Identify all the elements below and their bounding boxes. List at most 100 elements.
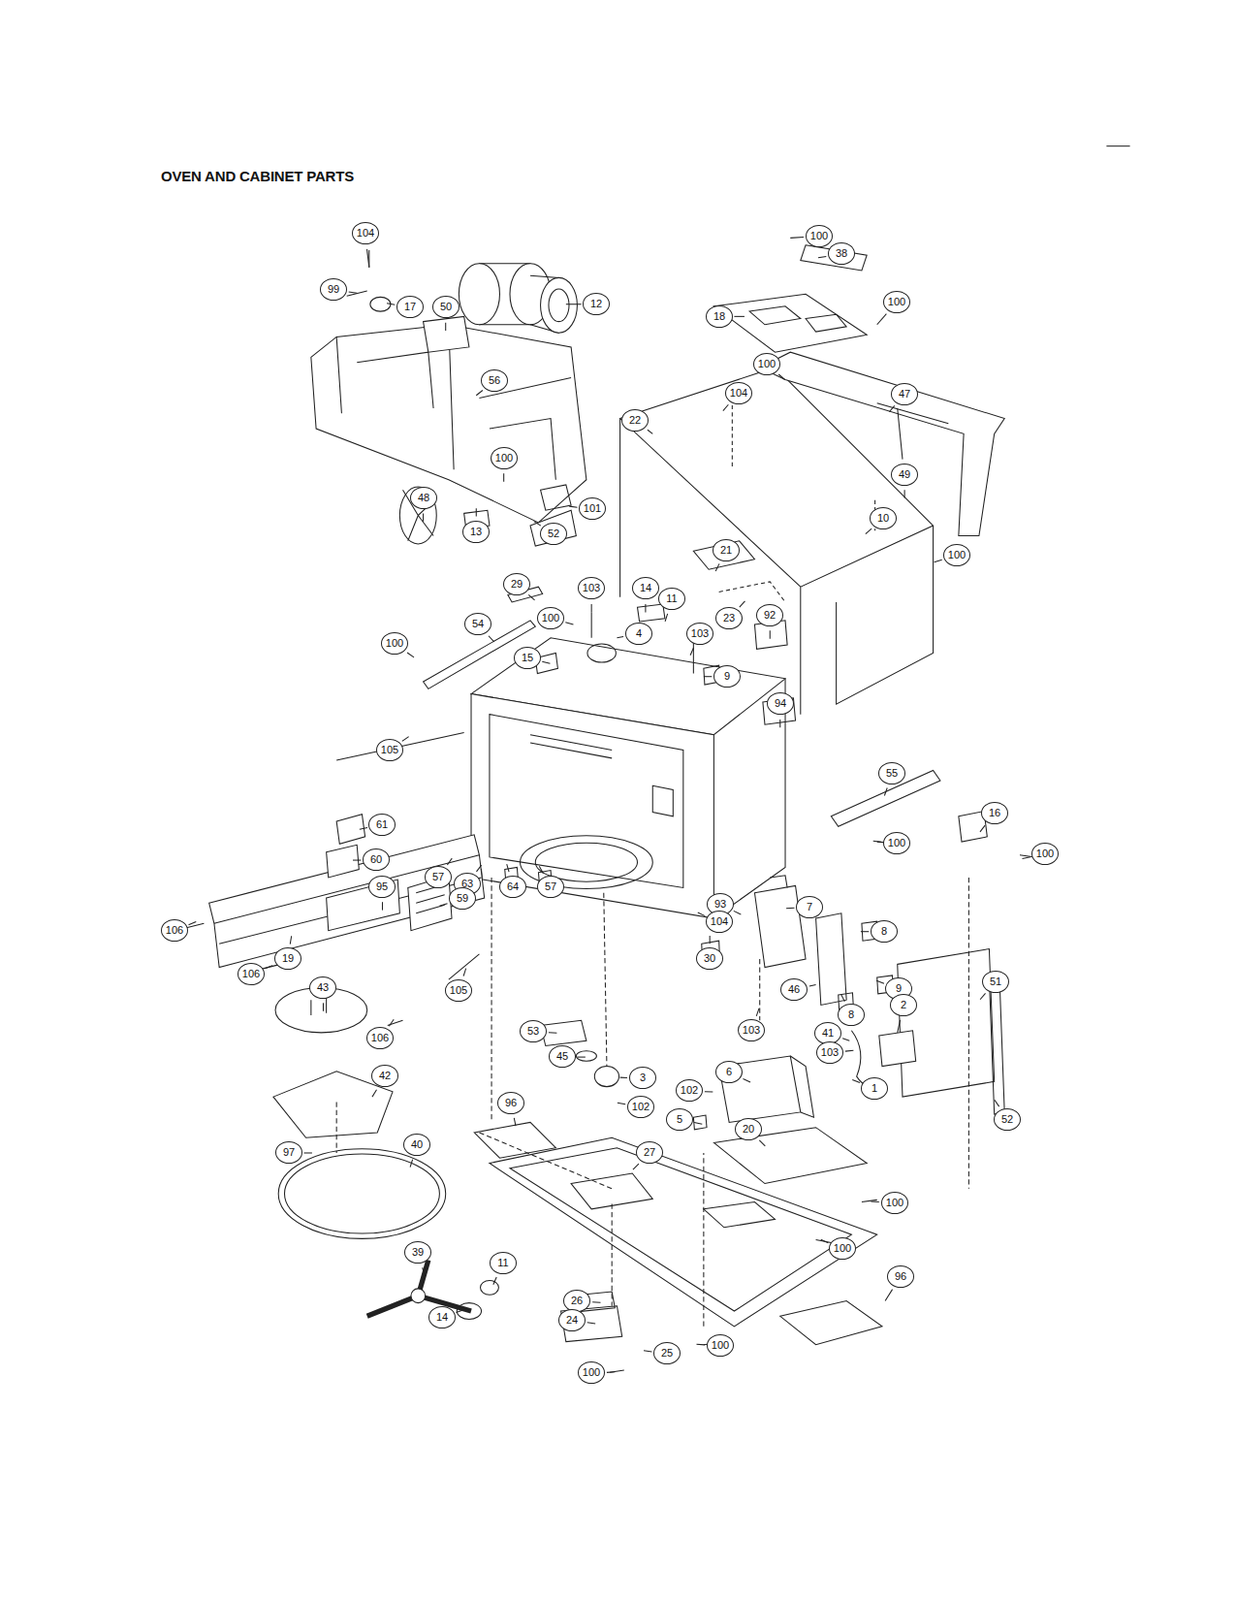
leader-line xyxy=(303,1151,312,1153)
leader-line xyxy=(513,1117,516,1126)
leader-line xyxy=(877,314,888,325)
leader-line xyxy=(388,1018,394,1026)
leader-line xyxy=(733,316,745,317)
outer-case xyxy=(620,245,1006,725)
callout-number: 27 xyxy=(635,1140,664,1164)
leader-line xyxy=(422,1267,425,1275)
callout-number: 106 xyxy=(237,962,265,985)
leader-line xyxy=(528,594,535,600)
callout-number: 55 xyxy=(878,761,906,785)
leader-line xyxy=(475,864,481,872)
leader-line xyxy=(733,910,742,915)
leader-line xyxy=(756,1008,760,1016)
callout-number: 11 xyxy=(489,1251,517,1274)
callout-number: 20 xyxy=(734,1117,762,1141)
leader-line xyxy=(870,1201,879,1204)
callout-number: 5 xyxy=(665,1108,694,1131)
leader-line xyxy=(873,840,882,842)
leader-line xyxy=(475,507,477,516)
callout-number: 57 xyxy=(424,865,452,888)
callout-number: 100 xyxy=(883,831,911,855)
callout-number: 46 xyxy=(780,978,808,1001)
leader-line xyxy=(778,374,785,380)
leader-line xyxy=(779,719,781,728)
leader-line xyxy=(715,563,720,571)
callout-number: 40 xyxy=(403,1133,431,1156)
callout-number: 94 xyxy=(766,692,794,715)
leader-line xyxy=(665,613,668,622)
leader-line xyxy=(620,1077,628,1078)
callout-number: 104 xyxy=(351,221,380,245)
callout-number: 29 xyxy=(503,572,531,596)
leader-line xyxy=(904,489,906,498)
leader-line xyxy=(488,635,495,642)
callout-number: 103 xyxy=(577,576,605,600)
leader-line xyxy=(739,601,746,607)
page-mark xyxy=(1106,145,1130,147)
leader-line xyxy=(759,1140,765,1146)
leader-line xyxy=(548,1031,557,1034)
fan-duct xyxy=(311,316,587,546)
callout-number: 64 xyxy=(499,875,527,898)
callout-number: 100 xyxy=(883,290,911,314)
leader-line xyxy=(591,603,593,612)
leader-line xyxy=(348,291,358,293)
leader-line xyxy=(446,857,452,865)
leader-line xyxy=(790,236,804,239)
callout-number: 103 xyxy=(737,1018,765,1042)
callout-number: 45 xyxy=(548,1045,576,1068)
callout-number: 100 xyxy=(577,1361,605,1384)
leader-line xyxy=(566,303,582,305)
callout-number: 4 xyxy=(625,622,653,645)
callout-number: 100 xyxy=(943,543,971,567)
callout-number: 1 xyxy=(860,1077,888,1100)
callout-number: 15 xyxy=(513,646,541,669)
fan-and-thermostat xyxy=(347,250,490,544)
leader-line xyxy=(565,622,573,625)
leader-line xyxy=(809,983,817,986)
callout-number: 106 xyxy=(366,1026,394,1049)
leader-line xyxy=(884,787,888,795)
callout-number: 101 xyxy=(578,497,606,520)
callout-number: 56 xyxy=(480,369,508,392)
leader-line xyxy=(994,1099,1000,1107)
leader-line xyxy=(769,630,771,638)
leader-line xyxy=(587,1322,596,1324)
leader-line xyxy=(885,1289,892,1301)
side-parts xyxy=(336,732,1036,1114)
leader-line xyxy=(322,1002,324,1011)
leader-line xyxy=(439,903,447,907)
callout-number: 9 xyxy=(713,665,741,688)
leader-line xyxy=(742,1078,751,1083)
leader-line xyxy=(697,1343,705,1346)
callout-number: 102 xyxy=(675,1078,703,1102)
assembly-lines xyxy=(336,877,969,1327)
leader-line xyxy=(852,1078,860,1082)
callout-number: 39 xyxy=(404,1240,432,1264)
callout-number: 100 xyxy=(490,446,518,470)
callout-number: 2 xyxy=(889,993,918,1016)
leader-line xyxy=(367,249,370,268)
leader-line xyxy=(694,1122,702,1125)
callout-number: 51 xyxy=(982,970,1010,993)
callout-number: 100 xyxy=(753,352,781,376)
leader-line xyxy=(818,256,826,258)
leader-line xyxy=(643,1350,652,1352)
callout-number: 42 xyxy=(371,1064,399,1087)
callout-number: 105 xyxy=(376,738,404,761)
leader-line xyxy=(410,1159,413,1168)
callout-number: 52 xyxy=(539,522,568,545)
leader-line xyxy=(475,390,483,396)
callout-number: 100 xyxy=(537,606,565,630)
callout-number: 97 xyxy=(275,1140,303,1164)
callout-number: 100 xyxy=(1031,842,1059,865)
callout-number: 96 xyxy=(497,1091,525,1114)
leader-line xyxy=(633,1163,639,1170)
callout-number: 104 xyxy=(725,381,753,405)
callout-number: 18 xyxy=(705,305,733,328)
leader-line xyxy=(616,635,624,637)
leader-line xyxy=(189,920,197,924)
